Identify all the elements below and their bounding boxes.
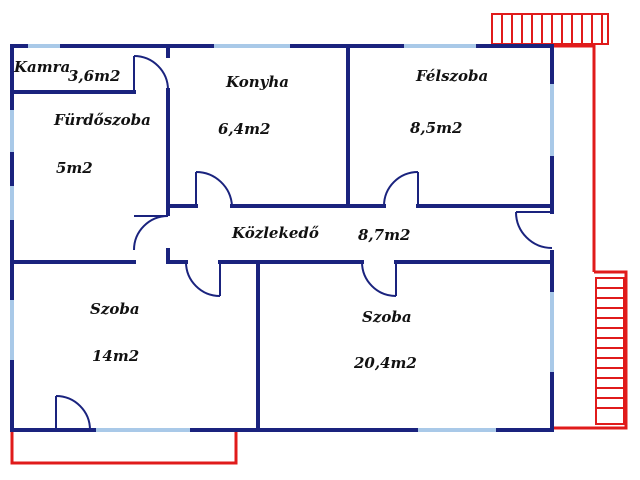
windows: [10, 44, 554, 432]
bottom-balcony: [10, 430, 238, 465]
room-label-felszoba: Félszoba: [415, 67, 488, 85]
room-label-szoba-2: Szoba: [362, 308, 412, 326]
room-area-kamra: 3,6m2: [68, 67, 120, 85]
room-area-kozlekedo: 8,7m2: [358, 226, 410, 244]
right-balcony: [552, 44, 628, 430]
doors: [55, 55, 553, 431]
room-label-konyha: Konyha: [225, 73, 289, 91]
right-stair: [595, 277, 625, 425]
room-label-kozlekedo: Közlekedő: [231, 224, 319, 242]
room-area-szoba-1: 14m2: [92, 347, 139, 365]
room-label-furdoszoba: Fürdőszoba: [53, 111, 151, 129]
room-area-furdoszoba: 5m2: [56, 159, 93, 177]
room-area-konyha: 6,4m2: [218, 120, 270, 138]
room-area-szoba-2: 20,4m2: [353, 354, 417, 372]
room-area-felszoba: 8,5m2: [410, 119, 462, 137]
room-label-kamra: Kamra: [13, 58, 70, 76]
top-right-stair: [491, 13, 609, 45]
room-label-szoba-1: Szoba: [90, 300, 140, 318]
